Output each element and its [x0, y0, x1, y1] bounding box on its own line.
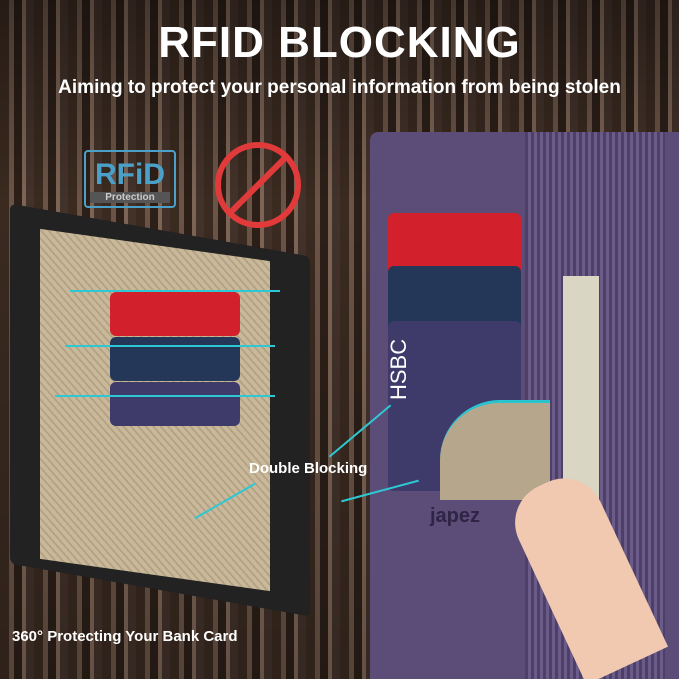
blocking-layer-flap [440, 400, 550, 500]
rotation-arrow [55, 395, 275, 397]
hsbc-card-small [110, 382, 240, 426]
protecting-label: 360° Protecting Your Bank Card [12, 628, 238, 645]
rotation-arrow [65, 345, 275, 347]
brand-logo: japez [430, 505, 481, 527]
banknote [563, 276, 599, 506]
red-card [110, 292, 240, 336]
no-theft-icon [215, 142, 301, 228]
rfid-text: RFiD [95, 158, 165, 191]
rotation-arrow [70, 290, 280, 292]
visa-card [110, 337, 240, 381]
hsbc-text: HSBC [386, 338, 411, 400]
double-blocking-label: Double Blocking [249, 460, 368, 477]
rfid-protection-icon: RFiD Protection [84, 150, 176, 208]
protection-text: Protection [90, 192, 170, 203]
title: RFID BLOCKING [158, 18, 521, 67]
subtitle: Aiming to protect your personal informat… [58, 77, 621, 98]
